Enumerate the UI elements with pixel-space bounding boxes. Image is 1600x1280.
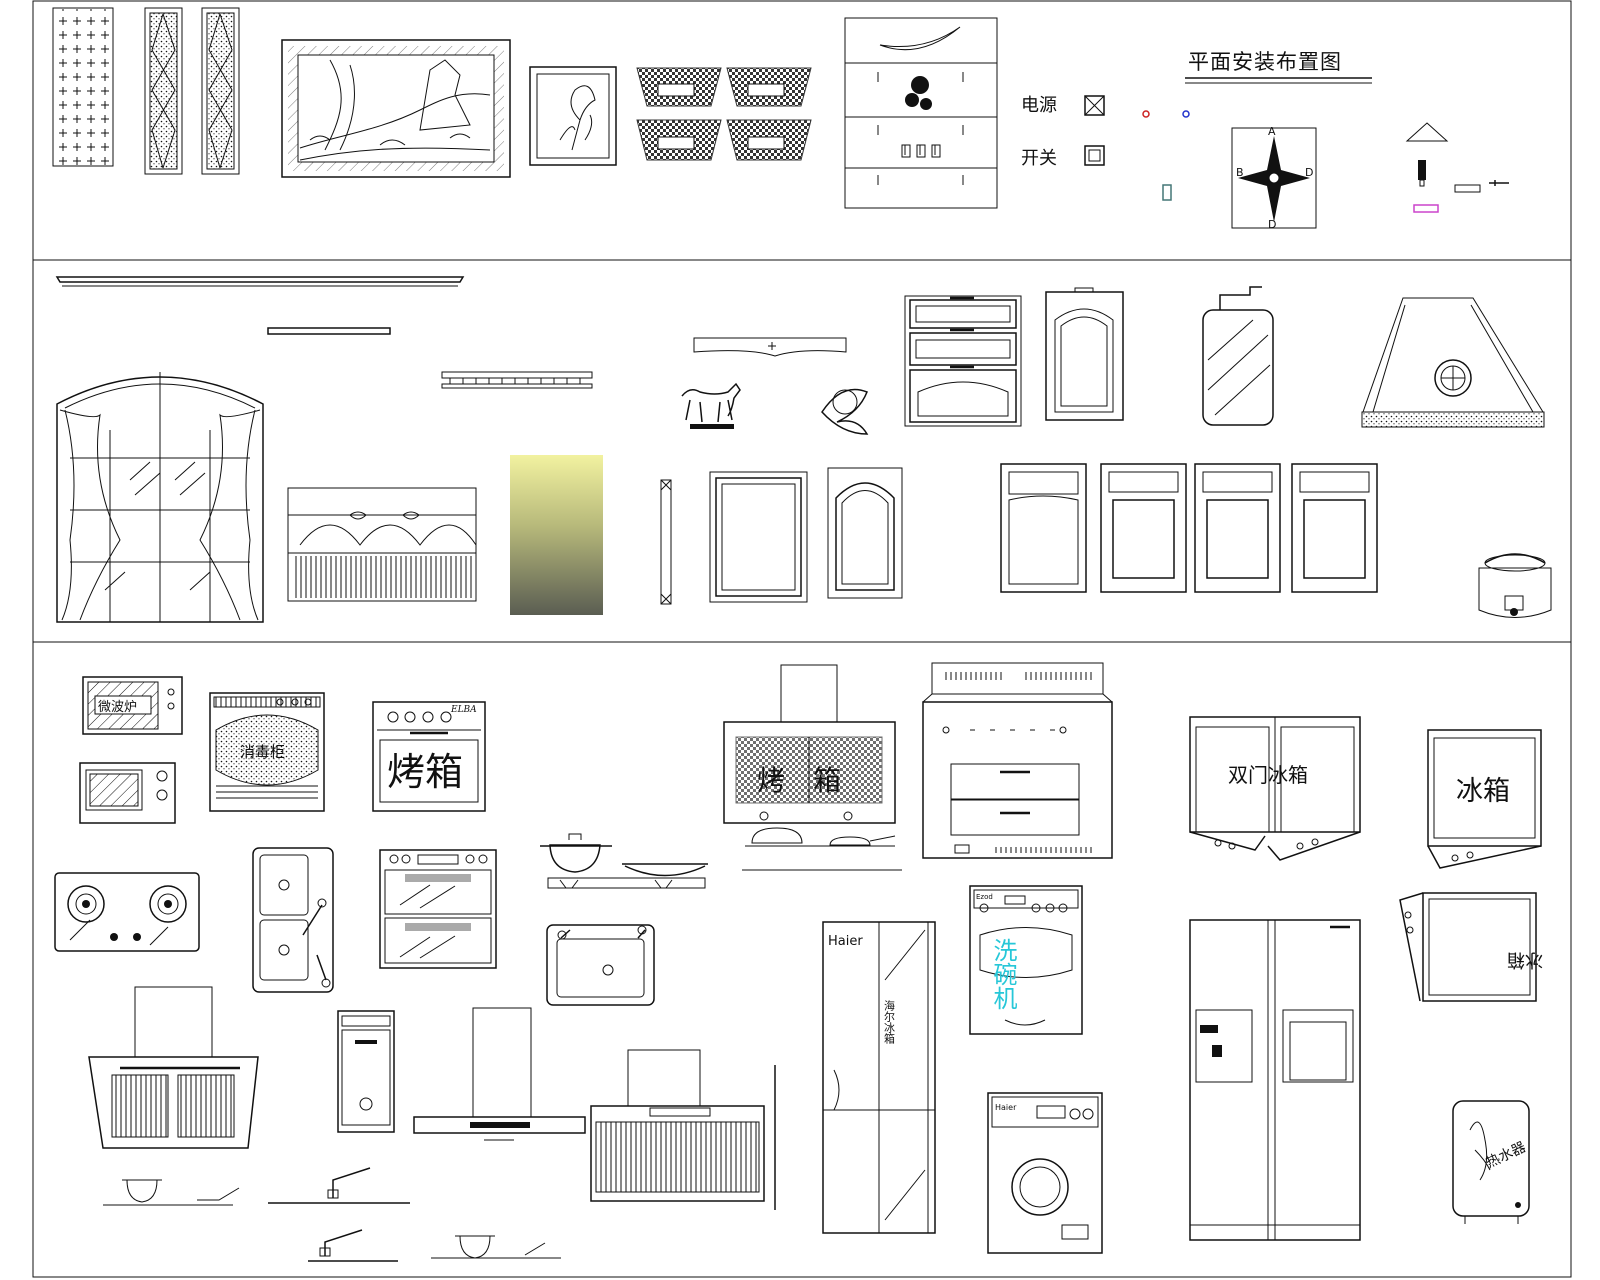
side-by-side-fridge	[1189, 919, 1361, 1241]
water-heater-label: 热水器	[1484, 1139, 1529, 1171]
washing-machine: Haier	[987, 1092, 1103, 1254]
microwave-with-label: 微波炉	[82, 676, 183, 735]
washer-brand: Haier	[995, 1103, 1017, 1112]
compass-north: A	[1268, 125, 1276, 138]
oven-label: 烤箱	[387, 750, 463, 794]
wide-range-hood	[590, 1049, 776, 1210]
red-dot-marker	[1142, 110, 1150, 118]
bird-ornament	[821, 388, 869, 435]
glass-panel-left	[144, 7, 183, 175]
teal-marker	[1162, 184, 1172, 201]
oven-stack-cabinet	[904, 295, 1022, 427]
dishwasher: Ezod 洗碗机	[969, 885, 1083, 1035]
single-sink	[546, 924, 655, 1006]
oven-brand-label: ELBA	[450, 705, 477, 715]
display-shelf	[844, 17, 998, 209]
compass-south: D	[1268, 218, 1276, 231]
drawing-frame	[32, 0, 1572, 1278]
faucet-bottom	[308, 1229, 398, 1262]
cabinet-door-row	[1000, 463, 1378, 593]
soap-bottle	[1202, 286, 1274, 426]
oven-elba: ELBA 烤箱	[372, 701, 486, 812]
hood-char-left: 烤	[757, 764, 785, 797]
small-oven-cabinet	[337, 1010, 395, 1133]
horse-figurine	[681, 382, 741, 429]
dishwasher-brand: Ezod	[976, 893, 993, 901]
double-sink	[252, 847, 334, 993]
crown-moulding	[55, 276, 465, 287]
arched-balcony-panel	[287, 487, 477, 602]
tall-haier-fridge: Haier 海尔冰箱	[822, 921, 936, 1234]
title-block: 平面安装布置图	[1185, 50, 1372, 84]
tall-arched-door	[1045, 287, 1124, 421]
stove-with-pot-wok	[540, 833, 708, 889]
single-fridge: 冰箱	[1427, 729, 1542, 869]
balustrade-rail	[441, 371, 593, 389]
legend-block: 电源 开关	[1021, 95, 1105, 169]
light-glow-panel	[510, 455, 603, 615]
small-rail	[267, 327, 391, 335]
disinfect-label: 消毒柜	[240, 743, 285, 761]
legend-switch-label: 开关	[1021, 148, 1057, 169]
page-title: 平面安装布置图	[1188, 50, 1342, 74]
legend-power-label: 电源	[1021, 95, 1057, 116]
water-heater: 热水器	[1452, 1100, 1530, 1224]
compass-rose: A D D B	[1231, 125, 1317, 231]
power-symbol	[1084, 95, 1105, 116]
compass-east: D	[1305, 166, 1313, 179]
woven-baskets	[636, 67, 812, 161]
dishwasher-label: 洗碗机	[989, 938, 1017, 1010]
haier-brand-label: Haier	[828, 934, 863, 949]
oven-double-glass	[379, 849, 497, 969]
blue-dot-marker	[1182, 110, 1190, 118]
fridge-mirrored-label: 冰箱	[1507, 949, 1543, 970]
switch-symbol	[1084, 145, 1105, 166]
glass-panel-right	[201, 7, 240, 175]
microwave-small	[79, 762, 176, 824]
narrow-column	[660, 479, 672, 605]
disinfection-cabinet: 消毒柜	[209, 692, 325, 812]
built-in-dishwasher-cabinet	[922, 662, 1113, 859]
fridge-mirrored: 冰箱	[1399, 892, 1543, 1002]
landscape-painting	[281, 39, 511, 178]
flower-picture	[529, 66, 617, 166]
fridge-label: 冰箱	[1456, 776, 1510, 807]
double-door-fridge: 双门冰箱	[1189, 716, 1361, 861]
arched-window-with-curtains	[56, 372, 264, 623]
cabinet-door-arched	[827, 467, 903, 599]
bracket-shelf	[693, 337, 847, 357]
cross-pattern-panel	[52, 7, 114, 167]
double-fridge-label: 双门冰箱	[1228, 763, 1308, 787]
chimney-hood-t	[413, 1007, 586, 1259]
range-hood-slant	[88, 986, 259, 1206]
gas-hob	[54, 872, 200, 952]
cabinet-door-plain	[709, 471, 808, 603]
faucet-top	[268, 1167, 410, 1204]
small-fixture-symbols	[1405, 122, 1509, 213]
compass-west: B	[1236, 166, 1244, 179]
rice-cooker	[1478, 553, 1552, 618]
microwave-label: 微波炉	[98, 700, 137, 715]
hood-char-right: 箱	[813, 764, 841, 797]
fridge-vertical-text: 海尔冰箱	[883, 999, 896, 1045]
range-hood-pyramid	[1361, 297, 1545, 428]
range-hood-chimney: 烤 箱	[723, 664, 902, 871]
